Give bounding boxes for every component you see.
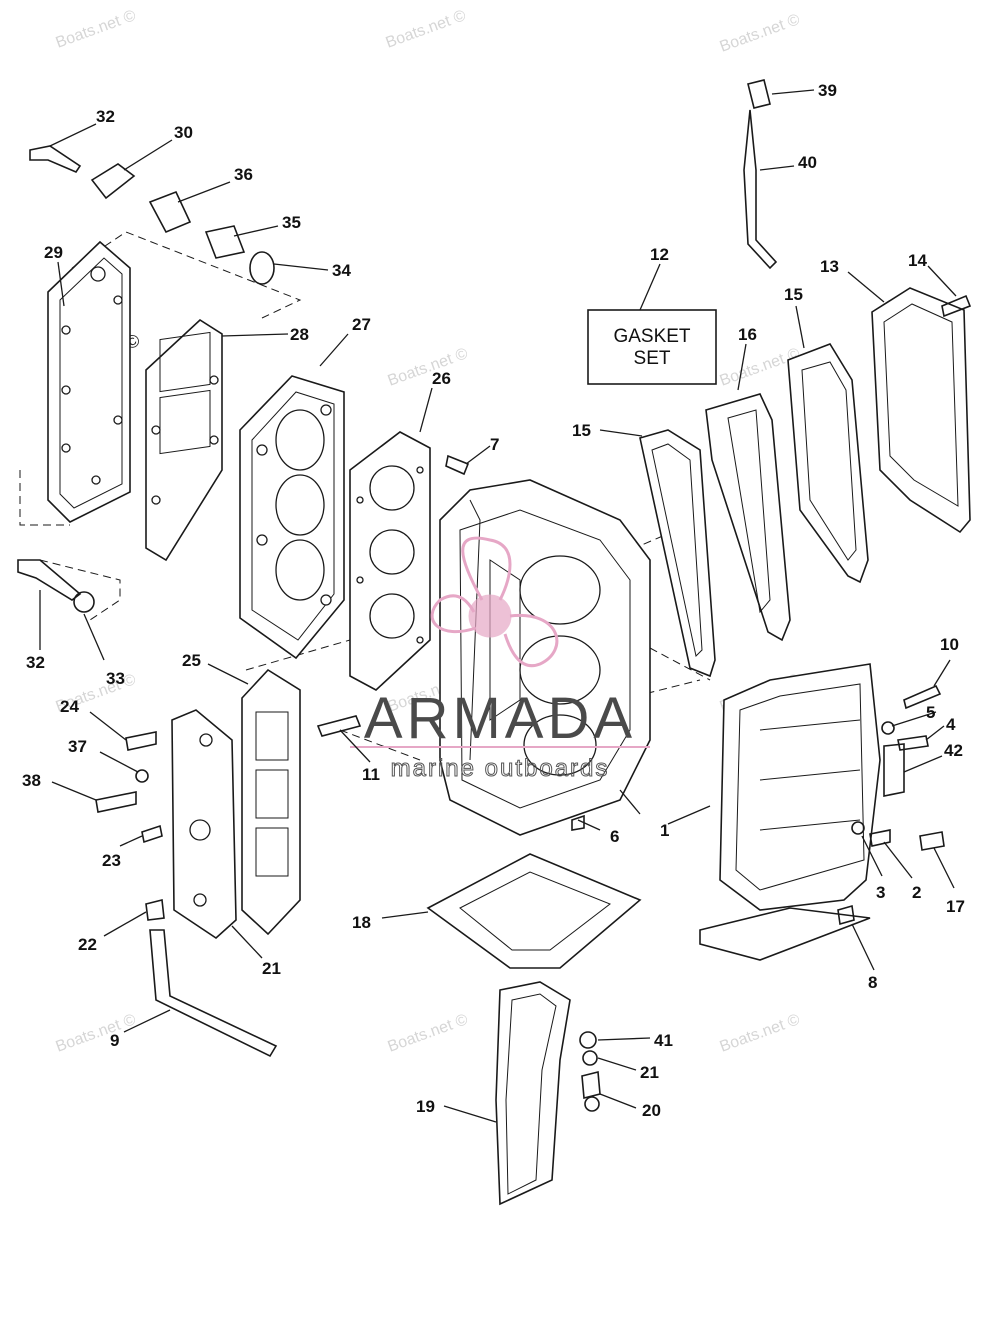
callout-15-right: 15 bbox=[784, 285, 803, 304]
part-18-base-gasket bbox=[426, 853, 642, 969]
callout-28: 27 bbox=[352, 315, 371, 334]
gasket-set-line1: GASKET bbox=[613, 326, 690, 347]
watermark: Boats.net © bbox=[718, 11, 803, 56]
callout-11: 11 bbox=[362, 765, 380, 784]
callout-41: 41 bbox=[654, 1031, 673, 1050]
callout-20: 20 bbox=[642, 1101, 661, 1120]
part-15-gasket-right bbox=[787, 343, 869, 584]
armada-logo: ARMADA marine outboards bbox=[350, 536, 650, 783]
callout-15-left: 15 bbox=[572, 421, 591, 440]
callout-40: 40 bbox=[798, 153, 817, 172]
gasket-set-box: GASKET SET bbox=[587, 309, 717, 385]
callout-5: 5 bbox=[926, 703, 935, 722]
callout-25: 24 bbox=[60, 697, 79, 716]
callout-37: 37 bbox=[68, 737, 87, 756]
callout-10: 10 bbox=[940, 635, 959, 654]
part-26-gasket bbox=[241, 668, 301, 936]
callout-39: 39 bbox=[818, 81, 837, 100]
logo-underline bbox=[350, 746, 650, 748]
callout-8: 8 bbox=[868, 973, 877, 992]
callout-12: 12 bbox=[650, 245, 669, 264]
watermark: Boats.net © bbox=[384, 7, 469, 52]
callout-17: 17 bbox=[946, 897, 965, 916]
propeller-icon bbox=[430, 536, 559, 668]
callout-3: 3 bbox=[876, 883, 885, 902]
watermark: Boats.net © bbox=[386, 345, 471, 390]
part-15-gasket-left bbox=[639, 429, 716, 678]
part-13-exhaust-cover bbox=[871, 287, 971, 534]
callout-18: 18 bbox=[352, 913, 371, 932]
callout-30: 29 bbox=[44, 243, 63, 262]
part-30-cover-plate bbox=[47, 240, 131, 523]
gasket-set-line2: SET bbox=[634, 348, 671, 369]
watermark: Boats.net © bbox=[54, 7, 139, 52]
part-29-gasket bbox=[145, 318, 223, 562]
callout-32: 32 bbox=[96, 107, 115, 126]
callout-29: 28 bbox=[290, 325, 309, 344]
callout-16: 16 bbox=[738, 325, 757, 344]
callout-35: 35 bbox=[282, 213, 301, 232]
part-27-head-gasket bbox=[349, 431, 431, 691]
part-28-cylinder-head bbox=[239, 375, 345, 660]
leader-lines bbox=[39, 89, 957, 1123]
callout-34: 34 bbox=[332, 261, 351, 280]
logo-name: ARMADA bbox=[364, 686, 636, 751]
part-19-exhaust-tube bbox=[495, 981, 571, 1206]
callout-26: 25 bbox=[182, 651, 201, 670]
callout-24: 23 bbox=[102, 851, 121, 870]
callout-36: 36 bbox=[234, 165, 253, 184]
callout-13: 13 bbox=[820, 257, 839, 276]
watermark: Boats.net © bbox=[386, 1011, 471, 1056]
callout-23: 22 bbox=[78, 935, 97, 954]
callout-22: 21 bbox=[262, 959, 281, 978]
callout-19: 19 bbox=[416, 1097, 435, 1116]
callouts: 32 30 36 35 34 29 28 27 26 7 12 16 15 15… bbox=[22, 81, 965, 1120]
callout-4: 4 bbox=[946, 715, 956, 734]
callout-33: 33 bbox=[106, 669, 125, 688]
logo-tagline: marine outboards bbox=[391, 755, 610, 782]
callout-21: 21 bbox=[640, 1063, 659, 1082]
callout-6: 6 bbox=[610, 827, 619, 846]
callout-1: 1 bbox=[660, 821, 669, 840]
callout-38: 38 bbox=[22, 771, 41, 790]
callout-42: 42 bbox=[944, 741, 963, 760]
callout-32-lower: 32 bbox=[26, 653, 45, 672]
small-hardware bbox=[17, 79, 972, 1112]
callout-31: 30 bbox=[174, 123, 193, 142]
callout-2: 2 bbox=[912, 883, 921, 902]
gasket-set-border bbox=[587, 309, 717, 385]
callout-14: 14 bbox=[908, 251, 927, 270]
part-crankcase-cover bbox=[699, 663, 881, 961]
callout-9: 9 bbox=[110, 1031, 119, 1050]
part-16-exhaust-plate bbox=[705, 393, 791, 642]
part-22-intake-cover bbox=[171, 709, 237, 940]
watermark: Boats.net © bbox=[54, 1011, 139, 1056]
callout-7: 7 bbox=[490, 435, 499, 454]
callout-27: 26 bbox=[432, 369, 451, 388]
watermark: Boats.net © bbox=[718, 1011, 803, 1056]
